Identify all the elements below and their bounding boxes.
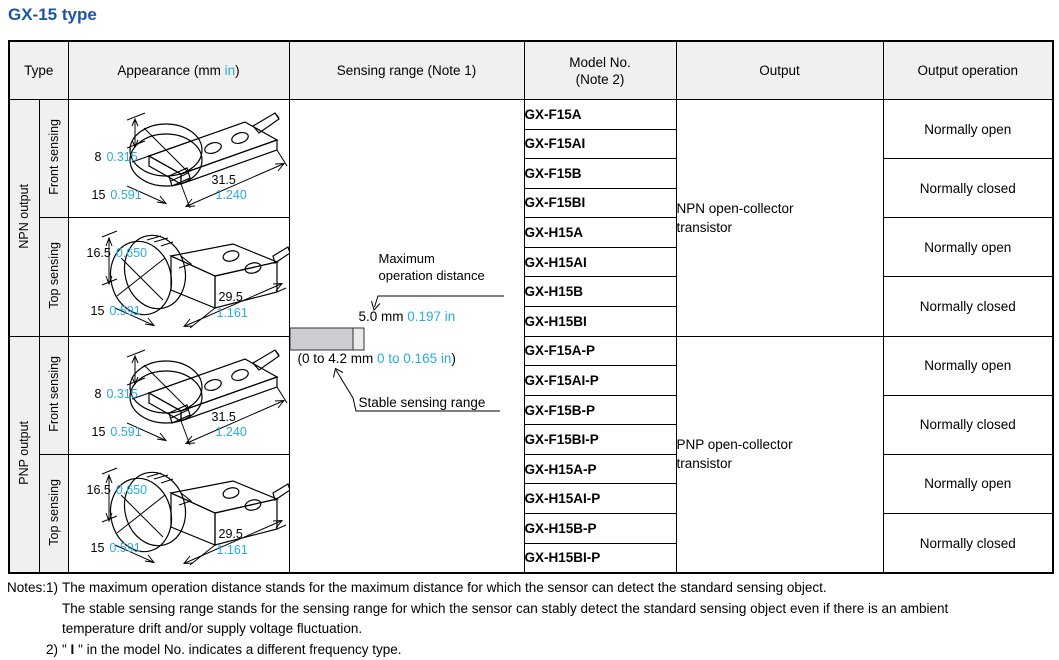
page-title: GX-15 type xyxy=(8,5,97,25)
model-cell: GX-H15A-P xyxy=(524,454,676,484)
sensing-range-diagram xyxy=(290,100,525,572)
model-cell: GX-H15B-P xyxy=(524,514,676,544)
front-length-dim-mm: 31.5 xyxy=(212,173,236,187)
output-operation-cell: Normally open xyxy=(883,336,1053,395)
note-1-line-3: temperature drift and/or supply voltage … xyxy=(7,619,948,640)
top-length-dim-in: 1.161 xyxy=(217,306,248,320)
top-length-dim-mm: 29.5 xyxy=(219,290,243,304)
model-cell: GX-F15AI xyxy=(524,129,676,159)
model-cell: GX-H15A xyxy=(524,218,676,248)
model-cell: GX-H15AI-P xyxy=(524,484,676,514)
top-length-dim-in: 1.161 xyxy=(217,543,248,557)
output-operation-cell: Normally closed xyxy=(883,159,1053,218)
output-pnp-cell: PNP open-collector transistor xyxy=(676,336,883,573)
top-length-dim-mm: 29.5 xyxy=(219,527,243,541)
notes-section: Notes:1)The maximum operation distance s… xyxy=(7,578,948,660)
header-output-operation: Output operation xyxy=(883,41,1053,100)
note-2: 2)" I " in the model No. indicates a dif… xyxy=(7,640,948,660)
front-length-dim-in: 1.240 xyxy=(216,425,247,439)
output-operation-cell: Normally open xyxy=(883,454,1053,513)
max-operation-distance-value: 5.0 mm 0.197 in xyxy=(359,309,456,324)
front-length-dim-mm: 31.5 xyxy=(212,410,236,424)
header-model-no: Model No.(Note 2) xyxy=(524,41,676,100)
table-row: PNP output Front sensing xyxy=(9,336,1053,366)
model-cell: GX-F15A-P xyxy=(524,336,676,366)
model-cell: GX-H15BI xyxy=(524,307,676,337)
spec-table: Type Appearance (mm in) Sensing range (N… xyxy=(8,40,1054,574)
output-operation-cell: Normally open xyxy=(883,218,1053,277)
header-row: Type Appearance (mm in) Sensing range (N… xyxy=(9,41,1053,100)
model-cell: GX-F15B-P xyxy=(524,395,676,425)
type-front-sensing: Front sensing xyxy=(39,336,68,454)
type-npn-output: NPN output xyxy=(9,100,39,337)
stable-sensing-range-label: Stable sensing range xyxy=(359,395,486,410)
output-operation-cell: Normally closed xyxy=(883,277,1053,336)
header-type: Type xyxy=(9,41,68,100)
note-1-line-1: Notes:1)The maximum operation distance s… xyxy=(7,578,948,599)
table-row: Top sensing xyxy=(9,218,1053,248)
model-cell: GX-F15AI-P xyxy=(524,366,676,396)
type-front-sensing: Front sensing xyxy=(39,100,68,218)
front-length-dim-in: 1.240 xyxy=(216,188,247,202)
type-top-sensing: Top sensing xyxy=(39,454,68,573)
type-pnp-output: PNP output xyxy=(9,336,39,573)
model-cell: GX-H15B xyxy=(524,277,676,307)
model-cell: GX-H15BI-P xyxy=(524,543,676,573)
model-cell: GX-F15BI xyxy=(524,188,676,218)
output-operation-cell: Normally open xyxy=(883,100,1053,159)
output-npn-cell: NPN open-collector transistor xyxy=(676,100,883,337)
header-sensing-range: Sensing range (Note 1) xyxy=(289,41,524,100)
stable-sensing-range-value: (0 to 4.2 mm 0 to 0.165 in) xyxy=(298,351,456,366)
table-row: NPN output Front sensing xyxy=(9,100,1053,130)
header-output: Output xyxy=(676,41,883,100)
model-cell: GX-F15BI-P xyxy=(524,425,676,455)
table-row: Top sensing xyxy=(9,454,1053,484)
model-cell: GX-F15A xyxy=(524,100,676,130)
note-1-line-2: The stable sensing range stands for the … xyxy=(7,599,948,620)
output-operation-cell: Normally closed xyxy=(883,514,1053,573)
model-cell: GX-F15B xyxy=(524,159,676,189)
header-appearance: Appearance (mm in) xyxy=(68,41,289,100)
type-top-sensing: Top sensing xyxy=(39,218,68,336)
model-cell: GX-H15AI xyxy=(524,247,676,277)
output-operation-cell: Normally closed xyxy=(883,395,1053,454)
